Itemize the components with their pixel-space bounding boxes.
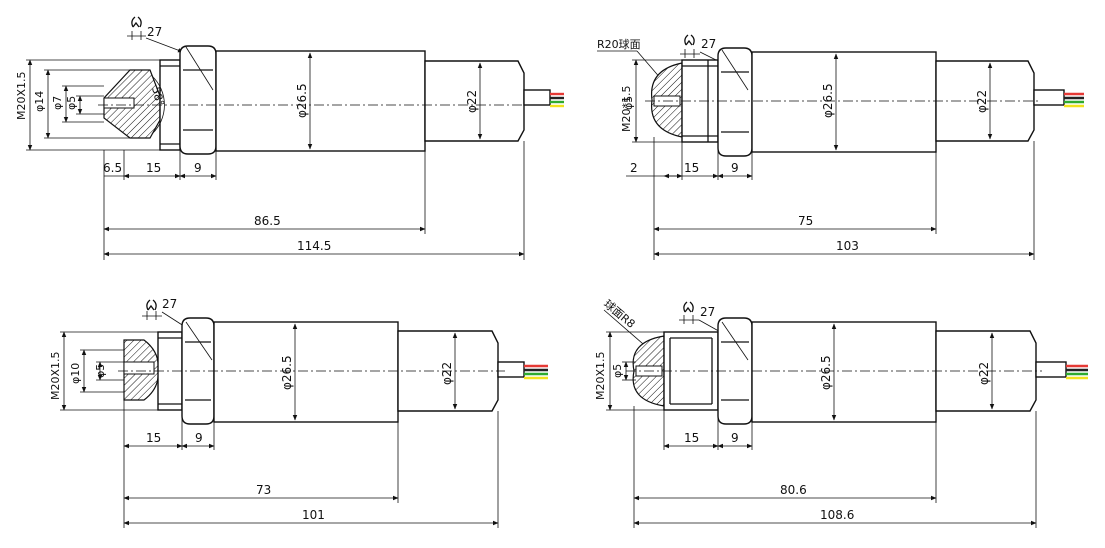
thread-spec-label: M20X1.5 xyxy=(594,351,607,400)
body-diameter-label: φ26.5 xyxy=(819,355,833,390)
total-length-label: 108.6 xyxy=(820,508,854,522)
body-length-label: 75 xyxy=(798,214,813,228)
view-a: 27 M20X1.5 xyxy=(15,16,564,260)
main-body xyxy=(213,321,399,423)
thread-spec-label: M20*1.5 xyxy=(620,86,633,132)
main-body xyxy=(215,50,426,152)
hex-nut xyxy=(179,45,217,155)
wrench-size-label: 27 xyxy=(162,297,177,311)
total-length-label: 101 xyxy=(302,508,325,522)
cable-wires xyxy=(1066,364,1088,380)
thread-length-label: 15 xyxy=(684,431,699,445)
main-body xyxy=(751,321,937,423)
thread-length-label: 15 xyxy=(146,431,161,445)
inner-bore-label: φ5 xyxy=(611,364,624,378)
thread-section xyxy=(663,331,719,411)
total-length-label: 103 xyxy=(836,239,859,253)
body-diameter-label: φ26.5 xyxy=(295,83,309,118)
hex-length-label: 9 xyxy=(731,431,739,445)
body-length-label: 80.6 xyxy=(780,483,807,497)
wrench-icon xyxy=(680,34,700,58)
wrench-icon xyxy=(142,299,162,320)
tail-diameter-label: φ22 xyxy=(440,362,454,385)
tip-length-label: 6.5 xyxy=(103,161,122,175)
wrench-size-label: 27 xyxy=(147,25,162,39)
tail-diameter-label: φ22 xyxy=(975,90,989,113)
cable-wires xyxy=(524,364,548,380)
wrench-size-label: 27 xyxy=(700,305,715,319)
tip-length-label: 2 xyxy=(630,161,638,175)
wrench-size-label: 27 xyxy=(701,37,716,51)
body-diameter-label: φ26.5 xyxy=(280,355,294,390)
view-b: 27 R20球面 M20*1.5 φ5 xyxy=(597,34,1084,260)
sphere-radius-note: 球面R8 xyxy=(601,297,638,331)
mid-bore-label: φ7 xyxy=(51,96,64,110)
body-diameter-label: φ26.5 xyxy=(821,83,835,118)
wrench-icon xyxy=(127,16,146,40)
view-d: 27 球面R8 M20X1.5 φ5 φ26. xyxy=(594,297,1088,528)
outer-bore-label: φ14 xyxy=(33,91,46,112)
body-length-label: 86.5 xyxy=(254,214,281,228)
hex-length-label: 9 xyxy=(194,161,202,175)
tail-diameter-label: φ22 xyxy=(977,362,991,385)
inner-bore-label: φ5 xyxy=(65,96,78,110)
cable-wires xyxy=(1064,92,1084,108)
body-length-label: 73 xyxy=(256,483,271,497)
view-c: 27 M20X1.5 φ10 φ5 φ26.5 xyxy=(49,297,548,528)
wrench-icon xyxy=(679,301,699,324)
thread-length-label: 15 xyxy=(684,161,699,175)
hex-length-label: 9 xyxy=(731,161,739,175)
thread-length-label: 15 xyxy=(146,161,161,175)
main-body xyxy=(751,51,937,153)
outer-bore-label: φ10 xyxy=(69,363,82,384)
inner-bore-label: φ5 xyxy=(94,364,107,378)
sphere-radius-note: R20球面 xyxy=(597,37,641,51)
hex-length-label: 9 xyxy=(195,431,203,445)
cable-wires xyxy=(550,92,564,108)
inner-bore-label: φ5 xyxy=(622,96,635,110)
cone-angle-label: 58° xyxy=(149,85,167,107)
total-length-label: 114.5 xyxy=(297,239,331,253)
thread-spec-label: M20X1.5 xyxy=(49,351,62,400)
thread-spec-label: M20X1.5 xyxy=(15,71,28,120)
tail-diameter-label: φ22 xyxy=(465,90,479,113)
hex-nut xyxy=(717,47,753,157)
